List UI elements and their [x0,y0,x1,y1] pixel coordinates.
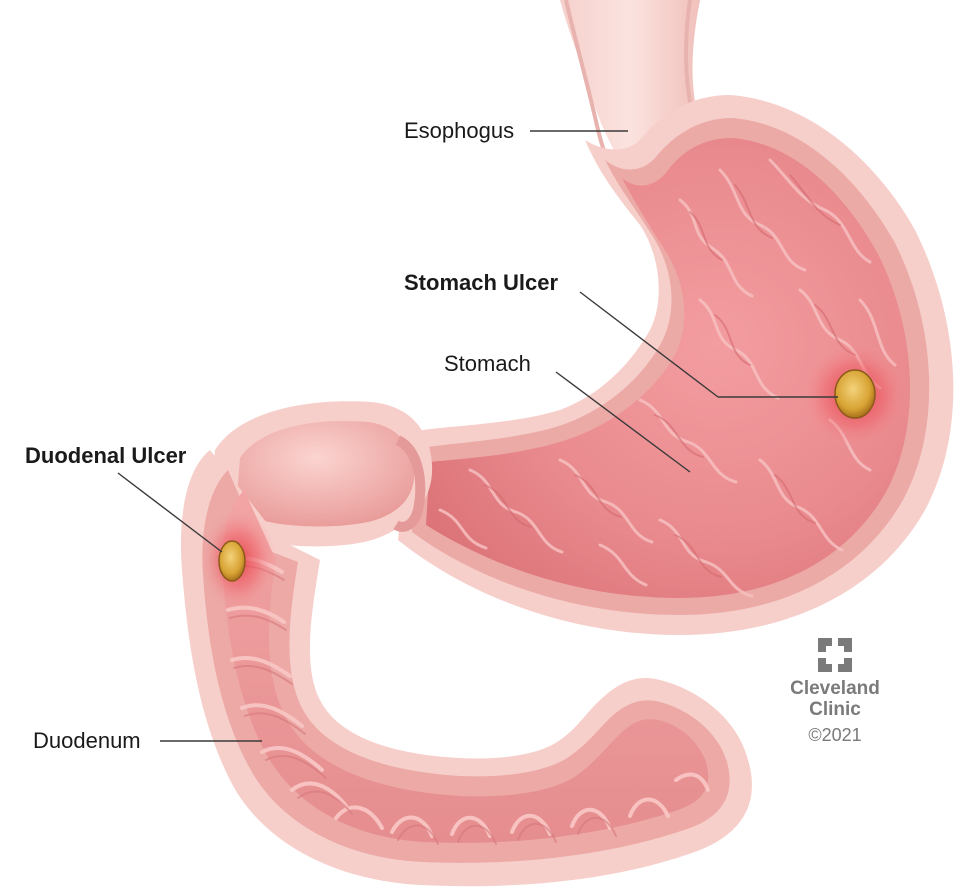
cleveland-clinic-logo-icon [818,638,852,672]
duodenal-ulcer-crater [219,541,245,581]
label-stomach-ulcer: Stomach Ulcer [404,272,558,294]
brand-copyright: ©2021 [780,724,890,746]
brand-line-1: Cleveland [780,678,890,699]
label-stomach: Stomach [444,353,531,375]
stomach-ulcer-crater [835,370,875,418]
cleveland-clinic-brand: Cleveland Clinic ©2021 [780,638,890,746]
label-esophagus: Esophogus [404,120,514,142]
label-duodenum: Duodenum [33,730,141,752]
brand-line-2: Clinic [780,699,890,720]
label-duodenal-ulcer: Duodenal Ulcer [25,445,186,467]
